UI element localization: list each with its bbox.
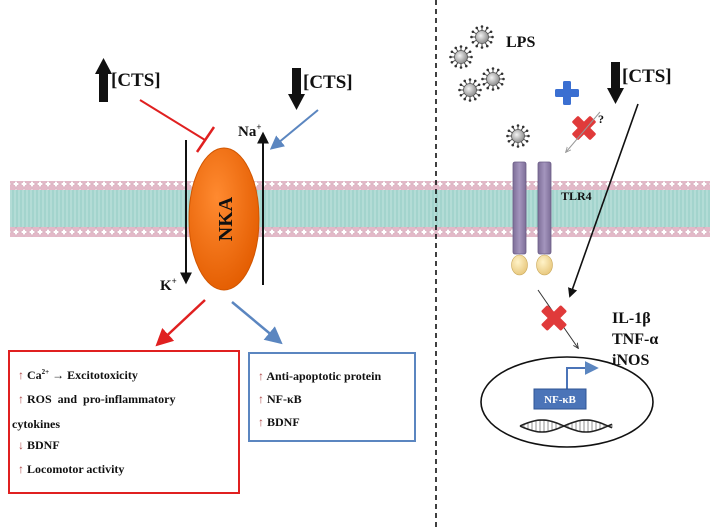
cell-membrane <box>10 181 710 237</box>
red-row-1-b: → Excitotoxicity <box>52 368 138 382</box>
nfkb-box <box>533 388 587 410</box>
na-sup: + <box>256 122 262 132</box>
nka-label: NKA <box>215 196 237 241</box>
up-arrow-icon: ↑ <box>18 392 24 406</box>
block-cross-icon <box>572 116 596 140</box>
red-outcome-arrow <box>155 299 206 347</box>
up-arrow-icon: ↑ <box>258 415 264 429</box>
lps-virus-icon <box>481 67 505 91</box>
blue-row-2-text: NF-κB <box>267 392 302 406</box>
red-outcome-box: ↑ Ca2+ → Excitotoxicity ↑ ROS and pro-in… <box>8 350 240 494</box>
red-row-3: cytokines <box>12 417 60 432</box>
tlr4-receptor <box>511 161 553 276</box>
cts-signal-arrow <box>568 103 639 298</box>
question-mark: ? <box>598 112 604 126</box>
red-row-2-text: ROS and pro-inflammatory <box>27 392 176 406</box>
nfkb-label: NF-κB <box>544 394 576 406</box>
red-row-2: ↑ ROS and pro-inflammatory <box>18 392 175 407</box>
blue-row-3: ↑ BDNF <box>258 415 300 430</box>
up-arrow-icon: ↑ <box>258 369 264 383</box>
lps-particles <box>449 25 530 148</box>
up-arrow-icon: ↑ <box>258 392 264 406</box>
nka-pump <box>188 147 260 291</box>
cytokine-tnfa: TNF-α <box>612 331 659 348</box>
red-row-5-text: Locomotor activity <box>27 462 125 476</box>
blue-row-3-text: BDNF <box>267 415 300 429</box>
red-row-3-text: cytokines <box>12 417 60 431</box>
cts-increase-label: [CTS] <box>111 70 161 91</box>
inhibition-line <box>139 99 216 153</box>
block-cross-icon-lower <box>541 305 567 331</box>
cts-right-label: [CTS] <box>622 66 672 87</box>
red-row-4-text: BDNF <box>27 438 60 452</box>
lps-virus-icon <box>506 124 530 148</box>
increase-arrow-icon <box>95 58 112 102</box>
blue-outcome-arrow <box>231 301 283 345</box>
blue-row-1-text: Anti-apoptotic protein <box>266 369 382 383</box>
k-text: K <box>160 278 172 294</box>
red-row-5: ↑ Locomotor activity <box>18 462 124 477</box>
cytokine-inos: iNOS <box>612 352 650 369</box>
cts-decrease-label: [CTS] <box>303 72 353 93</box>
na-text: Na <box>238 124 257 140</box>
activation-arrow <box>269 109 319 150</box>
blue-outcome-box: ↑ Anti-apoptotic protein ↑ NF-κB ↑ BDNF <box>248 352 416 442</box>
k-ion-label: K+ <box>160 276 177 295</box>
transcription-arrow <box>566 361 599 389</box>
lps-virus-icon <box>449 45 473 69</box>
dna-helix <box>519 419 613 433</box>
k-sup: + <box>171 276 177 286</box>
plus-icon <box>555 81 579 105</box>
lps-virus-icon <box>458 78 482 102</box>
red-row-1: ↑ Ca2+ → Excitotoxicity <box>18 368 138 383</box>
red-row-4: ↓ BDNF <box>18 438 60 453</box>
decrease-arrow-icon <box>288 68 305 110</box>
lps-label: LPS <box>506 34 536 51</box>
cytokine-il1b: IL-1β <box>612 310 651 327</box>
blue-row-1: ↑ Anti-apoptotic protein <box>258 369 381 384</box>
lps-binding-arrow <box>566 111 601 152</box>
up-arrow-icon: ↑ <box>18 462 24 476</box>
red-row-1-a: Ca <box>27 368 42 382</box>
lps-virus-icon <box>470 25 494 49</box>
red-row-1-sup: 2+ <box>41 368 50 376</box>
down-arrow-icon: ↓ <box>18 438 24 452</box>
up-arrow-icon: ↑ <box>18 368 24 382</box>
blue-row-2: ↑ NF-κB <box>258 392 302 407</box>
na-ion-label: Na+ <box>238 122 261 141</box>
decrease-arrow-icon-right <box>607 62 624 104</box>
tlr4-label: TLR4 <box>561 189 592 203</box>
